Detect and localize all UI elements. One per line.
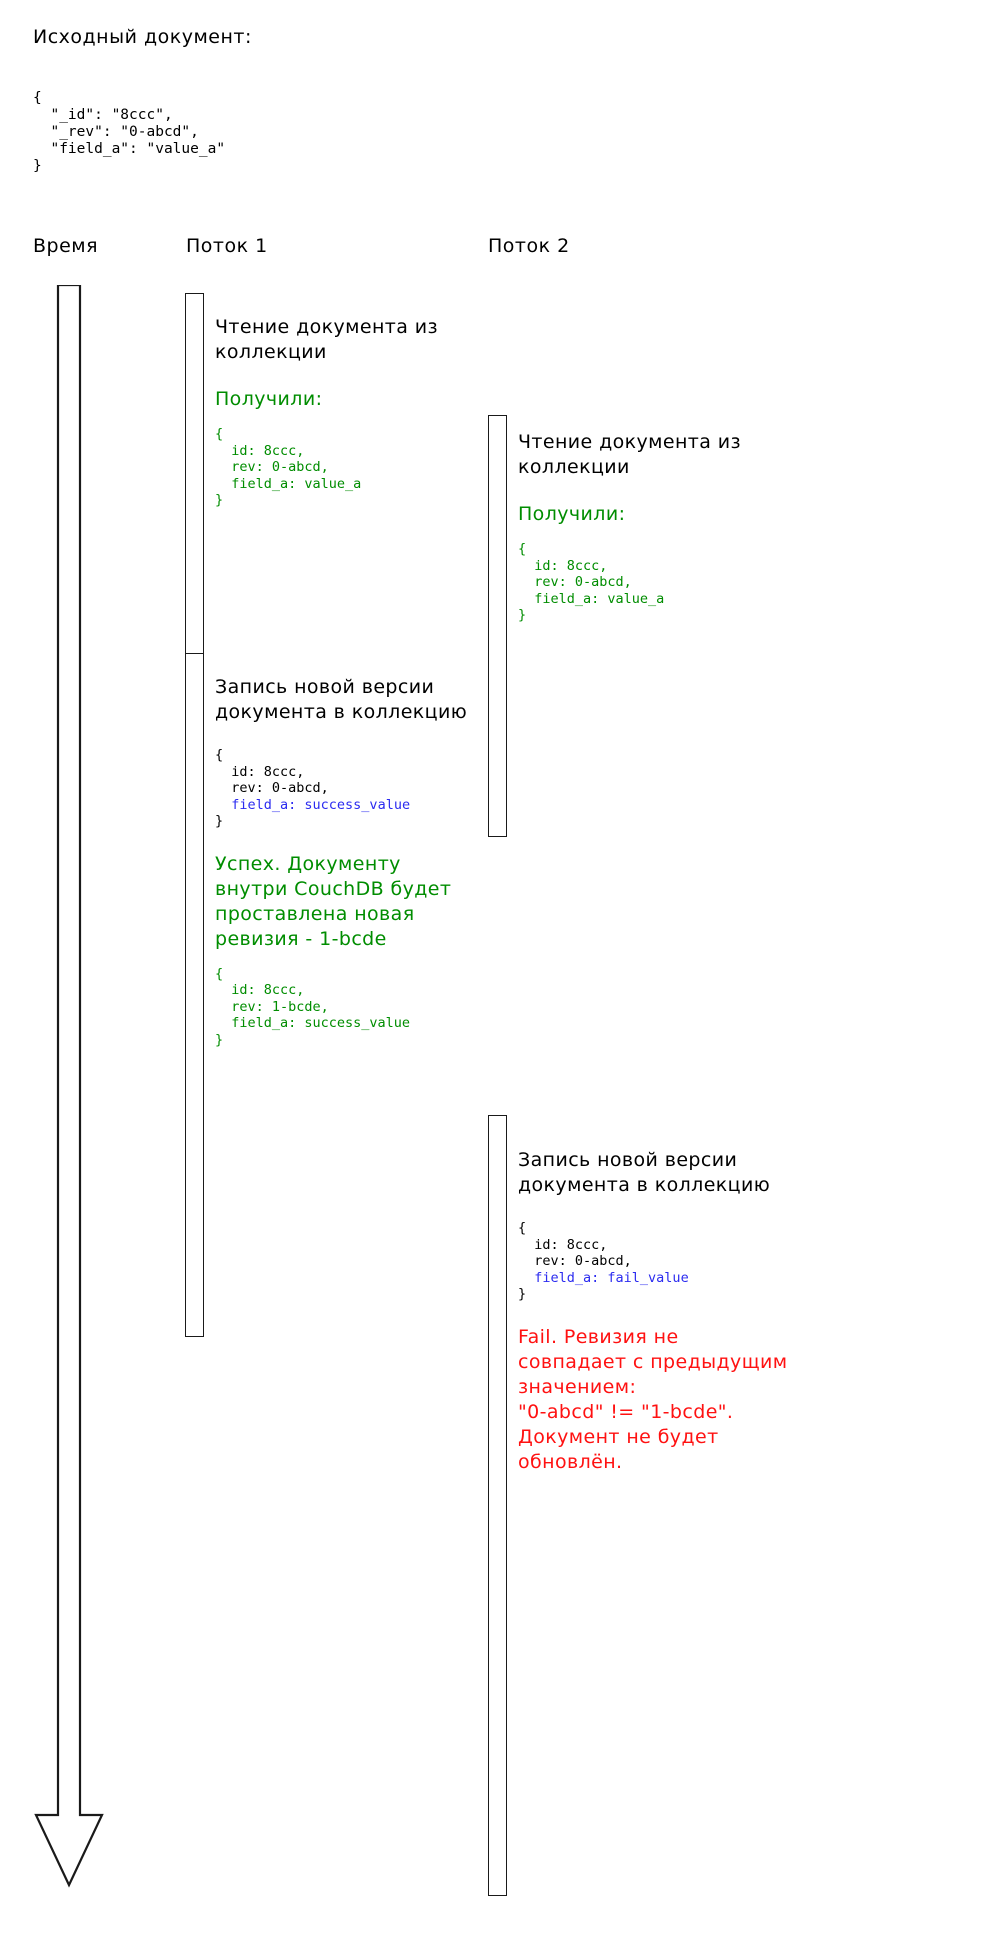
- thread-2-write-payload-highlight: field_a: fail_value: [534, 1269, 689, 1286]
- thread-1-write-result-json: { id: 8ccc, rev: 1-bcde, field_a: succes…: [215, 965, 411, 1048]
- thread-2-block-read: Чтение документа из коллекции Получили: …: [518, 430, 798, 624]
- thread-1-block-write: Запись новой версии документа в коллекци…: [215, 675, 495, 1048]
- thread-1-read-result-json: { id: 8ccc, rev: 0-abcd, field_a: value_…: [215, 426, 362, 508]
- thread-1-write-payload-pre: { id: 8ccc, rev: 0-abcd,: [215, 747, 329, 796]
- page-title: Исходный документ:: [33, 26, 252, 48]
- thread-2-read-title: Чтение документа из коллекции: [518, 431, 742, 478]
- thread-1-block-read: Чтение документа из коллекции Получили: …: [215, 315, 485, 509]
- thread-1-write-payload-highlight: field_a: success_value: [231, 796, 411, 813]
- thread-2-write-payload-json: { id: 8ccc, rev: 0-abcd, field_a: fail_v…: [518, 1220, 818, 1303]
- thread-1-activation-bar-2: [185, 653, 204, 1337]
- thread-2-read-result-json: { id: 8ccc, rev: 0-abcd, field_a: value_…: [518, 541, 665, 623]
- source-document-json: { "_id": "8ccc", "_rev": "0-abcd", "fiel…: [33, 90, 226, 174]
- thread-1-read-title: Чтение документа из коллекции: [215, 316, 439, 363]
- thread-2-write-status: Fail. Ревизия не совпадает с предыдущим …: [518, 1325, 788, 1473]
- thread-1-read-status: Получили:: [215, 388, 323, 410]
- thread-2-write-payload-pre: { id: 8ccc, rev: 0-abcd,: [518, 1220, 632, 1269]
- thread-2-read-status: Получили:: [518, 503, 626, 525]
- time-arrow-icon: [34, 285, 104, 1888]
- thread-2-activation-bar-2: [488, 1115, 507, 1896]
- thread-2-activation-bar-1: [488, 415, 507, 837]
- thread-1-write-payload-post: }: [215, 813, 224, 829]
- thread-2-write-payload-post: }: [518, 1286, 527, 1302]
- thread-1-write-status: Успех. Документу внутри CouchDB будет пр…: [215, 852, 452, 950]
- thread-2-write-title: Запись новой версии документа в коллекци…: [518, 1149, 771, 1196]
- column-header-time: Время: [33, 235, 99, 257]
- thread-1-write-title: Запись новой версии документа в коллекци…: [215, 676, 468, 723]
- column-header-thread-1: Поток 1: [186, 235, 268, 257]
- column-header-thread-2: Поток 2: [488, 235, 570, 257]
- thread-2-block-write: Запись новой версии документа в коллекци…: [518, 1148, 818, 1475]
- thread-1-write-payload-json: { id: 8ccc, rev: 0-abcd, field_a: succes…: [215, 747, 495, 830]
